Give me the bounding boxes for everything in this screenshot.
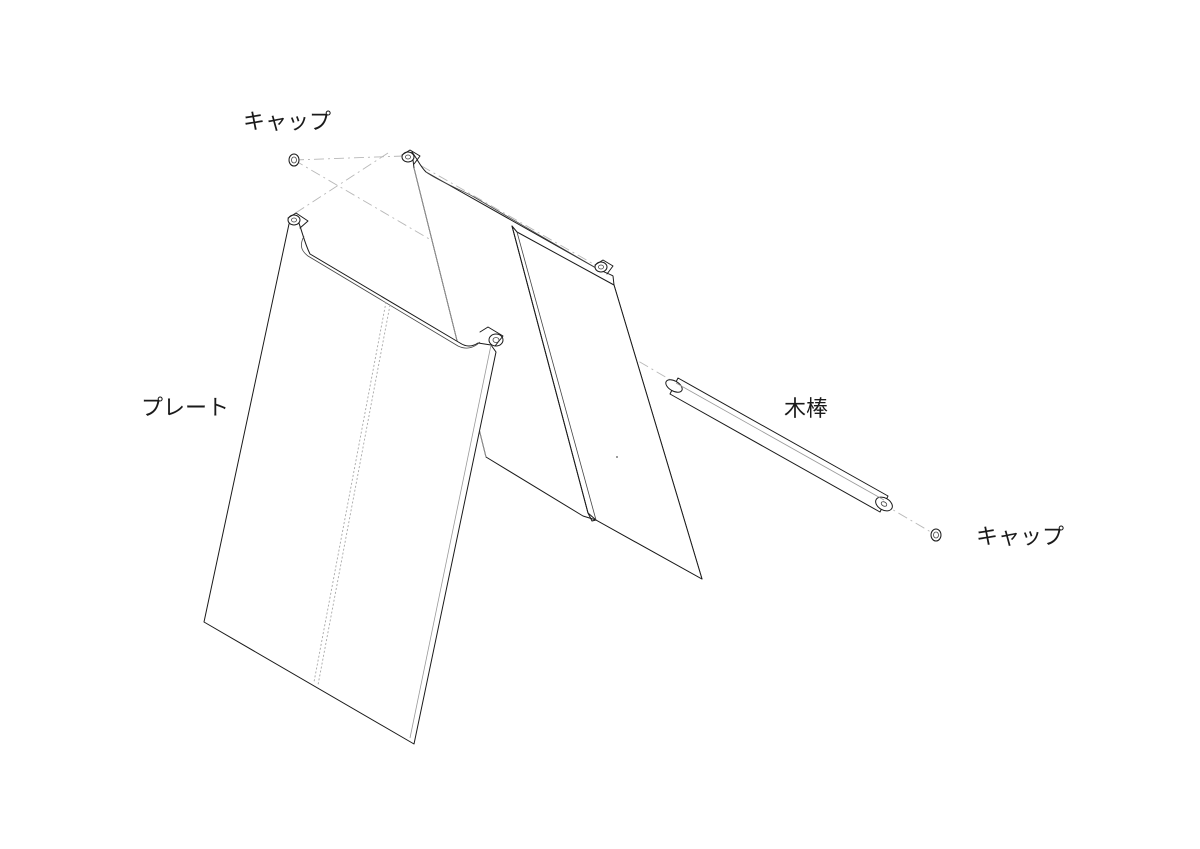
wooden-rod: [665, 377, 893, 513]
back-plate-fold-edge: [511, 225, 597, 522]
front-hinge-right-end: [488, 333, 504, 347]
back-plate-hinge-left: [401, 149, 421, 165]
back-hinge-right-body: [594, 259, 614, 275]
wooden-rod-near-end-hole: [880, 501, 888, 507]
back-hinge-left-hole: [405, 154, 411, 160]
back-plate-top-fold: [425, 171, 597, 269]
label-cap-bottom: キャップ: [976, 525, 1064, 550]
back-hinge-right-hole: [598, 264, 604, 270]
back-hinge-left-body: [401, 149, 421, 165]
cap-bottom-inner: [933, 531, 939, 539]
axis-line-frame-c: [403, 155, 605, 271]
cap-bottom: [930, 528, 942, 542]
cap-top-body: [288, 153, 300, 167]
front-plate-hinge-left: [287, 212, 309, 229]
front-plate-center-seam: [313, 301, 387, 683]
wooden-rod-far-end: [665, 379, 683, 393]
wooden-rod-highlight: [675, 382, 885, 501]
front-hinge-left-body: [287, 212, 309, 229]
front-plate-hinge-right: [479, 326, 504, 347]
cap-bottom-body: [930, 528, 942, 542]
front-plate-top-fold: [300, 235, 481, 349]
back-hinge-right-end: [594, 261, 608, 273]
back-plate-hinge-right: [594, 259, 614, 275]
front-hinge-right-hole: [492, 337, 500, 343]
front-hinge-left-hole: [291, 217, 297, 223]
front-plate: [203, 212, 504, 745]
front-plate-right-thickness: [409, 344, 492, 739]
front-plate-outline: [203, 217, 497, 745]
back-plate-mark: [616, 456, 618, 458]
label-rod: 木棒: [784, 397, 828, 422]
cap-top-inner: [291, 156, 297, 164]
front-hinge-left-end: [287, 214, 301, 226]
label-cap-top: キャップ: [243, 110, 331, 135]
label-plate: プレート: [141, 396, 229, 421]
axis-line-cap-top: [293, 155, 405, 161]
back-hinge-left-end: [401, 151, 415, 163]
axis-line-hinge-top: [293, 159, 937, 536]
wooden-rod-near-end: [875, 496, 893, 512]
axis-line-frame-a: [293, 152, 389, 215]
front-plate-center-seam-2: [317, 304, 391, 686]
cap-top: [288, 153, 300, 167]
back-plate-fold-thickness: [516, 231, 597, 521]
